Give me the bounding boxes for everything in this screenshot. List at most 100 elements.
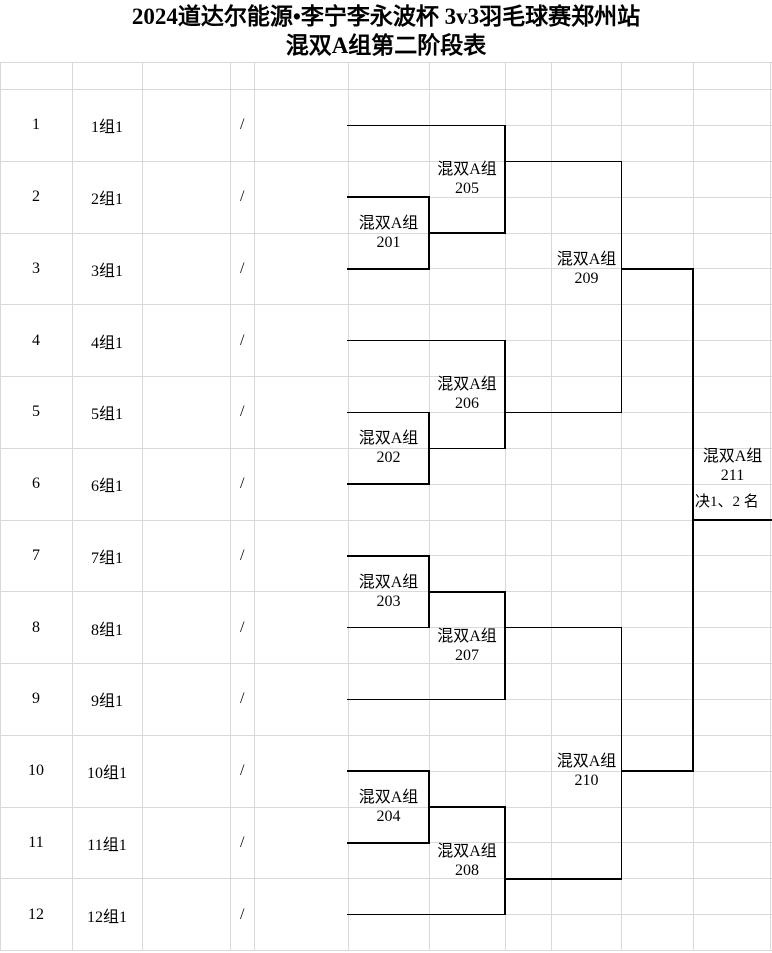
seed-result-cell: / xyxy=(240,905,245,923)
grid-line-horizontal xyxy=(0,663,772,664)
seed-result-cell: / xyxy=(240,259,245,277)
seed-number-cell: 5 xyxy=(32,403,40,421)
tournament-title: 2024道达尔能源•李宁李永波杯 3v3羽毛球赛郑州站 混双A组第二阶段表 xyxy=(0,0,772,62)
match-name: 混双A组 xyxy=(358,573,419,591)
seed-result-cell: / xyxy=(240,690,245,708)
match-name: 混双A组 xyxy=(358,430,419,448)
final-placement-note: 决1、2 名 xyxy=(695,493,759,510)
match-code: 209 xyxy=(574,269,599,287)
seed-number-cell: 6 xyxy=(32,475,40,493)
grid-line-horizontal xyxy=(348,770,772,772)
seed-group-cell: 9组1 xyxy=(90,693,123,711)
match-code: 210 xyxy=(574,772,599,790)
bracket-line-horizontal xyxy=(347,555,430,557)
grid-line-horizontal xyxy=(348,914,772,916)
bracket-line-horizontal xyxy=(347,913,506,916)
seed-result-cell: / xyxy=(240,331,245,349)
grid-line-horizontal xyxy=(0,734,772,736)
match-name: 混双A组 xyxy=(437,627,497,645)
grid-line-horizontal xyxy=(348,483,772,485)
bracket-line-horizontal xyxy=(347,842,430,844)
match-name: 混双A组 xyxy=(437,842,497,860)
grid-line-horizontal xyxy=(348,842,772,844)
seed-group-cell: 10组1 xyxy=(86,765,127,783)
seed-result-cell: / xyxy=(240,188,245,206)
seed-number-cell: 2 xyxy=(32,188,40,206)
bracket-line-vertical xyxy=(620,160,623,414)
bracket-line-horizontal xyxy=(347,196,430,198)
seed-result-cell: / xyxy=(240,618,245,636)
match-code: 203 xyxy=(376,592,401,610)
bracket-line-vertical xyxy=(620,626,623,880)
title-line-1: 2024道达尔能源•李宁李永波杯 3v3羽毛球赛郑州站 xyxy=(131,4,641,29)
match-name: 混双A组 xyxy=(358,215,419,232)
grid-line-horizontal xyxy=(0,376,772,377)
grid-line-vertical xyxy=(504,62,506,951)
match-name: 混双A组 xyxy=(556,753,617,771)
grid-line-horizontal xyxy=(0,806,772,808)
grid-line-horizontal xyxy=(0,160,772,162)
match-code: 202 xyxy=(376,449,401,467)
seed-group-cell: 2组1 xyxy=(90,191,123,209)
seed-result-cell: / xyxy=(240,403,245,421)
seed-number-cell: 7 xyxy=(32,546,40,564)
match-name: 混双A组 xyxy=(556,250,617,268)
bracket-line-horizontal xyxy=(504,411,623,414)
grid-line-horizontal xyxy=(348,268,772,270)
seed-number-cell: 9 xyxy=(32,690,40,708)
match-code: 207 xyxy=(455,646,479,664)
grid-line-vertical xyxy=(621,62,622,951)
grid-line-horizontal xyxy=(0,61,772,63)
grid-line-horizontal xyxy=(0,519,772,521)
seed-number-cell: 4 xyxy=(32,331,40,349)
bracket-line-vertical xyxy=(504,124,506,234)
seed-group-cell: 12组1 xyxy=(86,908,127,926)
bracket-line-horizontal xyxy=(347,411,430,414)
match-code: 204 xyxy=(376,808,401,825)
bracket-line-horizontal xyxy=(428,806,506,808)
grid-line-horizontal xyxy=(348,124,772,126)
seed-group-cell: 11组1 xyxy=(87,836,127,854)
seed-result-cell: / xyxy=(240,116,245,134)
seed-number-cell: 10 xyxy=(28,762,44,780)
bracket-line-horizontal xyxy=(347,483,430,485)
bracket-line-horizontal xyxy=(504,160,623,162)
bracket-line-horizontal xyxy=(428,232,506,234)
bracket-line-horizontal xyxy=(428,447,506,449)
bracket-line-vertical xyxy=(504,591,506,701)
bracket-line-horizontal xyxy=(347,339,506,342)
grid-line-horizontal xyxy=(0,591,772,593)
match-name: 混双A组 xyxy=(702,448,763,466)
grid-line-vertical xyxy=(71,62,73,951)
bracket-line-horizontal xyxy=(620,268,694,270)
title-line-2: 混双A组第二阶段表 xyxy=(285,33,487,58)
bracket-line-horizontal xyxy=(620,770,694,772)
seed-group-cell: 6组1 xyxy=(90,478,123,496)
grid-line-vertical xyxy=(428,62,430,951)
grid-line-vertical xyxy=(551,62,552,951)
seed-group-cell: 3组1 xyxy=(90,262,123,280)
grid-line-vertical xyxy=(253,62,255,951)
seed-result-cell: / xyxy=(240,833,245,851)
seed-number-cell: 11 xyxy=(28,833,44,851)
grid-line-vertical xyxy=(141,62,143,951)
seed-result-cell: / xyxy=(240,475,245,493)
seed-group-cell: 4组1 xyxy=(90,334,123,352)
grid-line-horizontal xyxy=(0,878,772,880)
bracket-line-vertical xyxy=(504,806,506,916)
grid-line-vertical xyxy=(0,62,1,951)
bracket-line-horizontal xyxy=(347,626,430,629)
bracket-line-horizontal xyxy=(692,519,772,521)
seed-group-cell: 5组1 xyxy=(90,406,123,424)
match-code: 205 xyxy=(455,180,479,198)
